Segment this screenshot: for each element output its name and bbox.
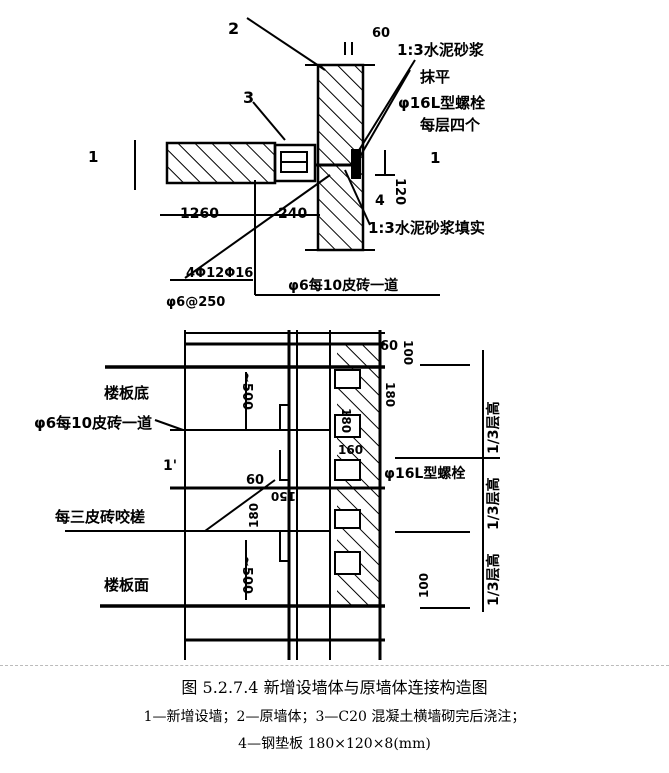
third-height-2: 1/3层高 bbox=[485, 477, 502, 530]
dim-180b: 180 bbox=[339, 408, 353, 433]
figure-legend-2: 4—钢垫板 180×120×8(mm) bbox=[238, 736, 431, 752]
steel-plate bbox=[351, 149, 361, 179]
label-3: 3 bbox=[243, 88, 254, 107]
dim-500-top: ~500 bbox=[239, 372, 254, 410]
slab-bottom-label: 楼板底 bbox=[104, 384, 149, 402]
label-2: 2 bbox=[228, 19, 239, 38]
note-rebar: 4Φ12Φ16 bbox=[186, 266, 253, 281]
dim-100-top: 100 bbox=[401, 340, 415, 365]
dim-60b: 60 bbox=[246, 473, 264, 488]
separator bbox=[0, 665, 669, 666]
note-mortar-fill: 1:3水泥砂浆填实 bbox=[368, 219, 485, 237]
note-stirrup: φ6@250 bbox=[166, 295, 225, 310]
concrete-column bbox=[273, 143, 317, 183]
note-mortar-top-2: 抹平 bbox=[420, 68, 450, 86]
new-wall bbox=[165, 141, 277, 185]
figure-title: 图 5.2.7.4 新增设墙体与原墙体连接构造图 bbox=[181, 678, 488, 697]
plan-view bbox=[134, 17, 440, 296]
third-height-1: 1/3层高 bbox=[485, 401, 502, 454]
figure-legend-1: 1—新增设墙；2—原墙体；3—C20 混凝土横墙砌完后浇注； bbox=[143, 709, 526, 725]
dim-160: 160 bbox=[338, 443, 363, 457]
note-mortar-top: 1:3水泥砂浆 bbox=[397, 41, 485, 59]
dim-1260: 1260 bbox=[180, 206, 219, 222]
section-mark: 1' bbox=[163, 458, 177, 474]
dim-500-bottom: ~500 bbox=[239, 556, 254, 594]
dim-100-bottom: 100 bbox=[417, 573, 431, 598]
third-height-3: 1/3层高 bbox=[485, 553, 502, 606]
label-4: 4 bbox=[375, 193, 385, 209]
dim-180c: 180 bbox=[247, 503, 261, 528]
dim-60: 60 bbox=[372, 26, 390, 41]
section-mark-right: 1 bbox=[430, 149, 440, 167]
dim-120: 120 bbox=[392, 178, 407, 205]
dim-240: 240 bbox=[278, 206, 307, 222]
plan-labels: 2 3 4 1 1 60 1260 240 120 1:3水泥砂浆 抹平 φ16… bbox=[88, 19, 485, 310]
note-tie: φ6每10皮砖一道 bbox=[288, 277, 398, 294]
tie-label: φ6每10皮砖一道 bbox=[34, 414, 152, 432]
dim-180a: 180 bbox=[383, 382, 397, 407]
dim-150: 150 bbox=[271, 489, 296, 503]
section-mark-left: 1 bbox=[88, 148, 98, 166]
dim-60a: 60 bbox=[380, 339, 398, 354]
interlock-label: 每三皮砖咬槎 bbox=[55, 508, 145, 526]
section-view bbox=[65, 330, 500, 660]
note-bolt: φ16L型螺栓 bbox=[398, 94, 485, 112]
section-labels: 楼板底 φ6每10皮砖一道 1' 每三皮砖咬槎 楼板面 ~500 ~500 60… bbox=[34, 339, 502, 606]
bolt-label: φ16L型螺栓 bbox=[384, 465, 465, 482]
note-bolt-2: 每层四个 bbox=[420, 116, 481, 134]
slab-top-label: 楼板面 bbox=[104, 576, 149, 594]
